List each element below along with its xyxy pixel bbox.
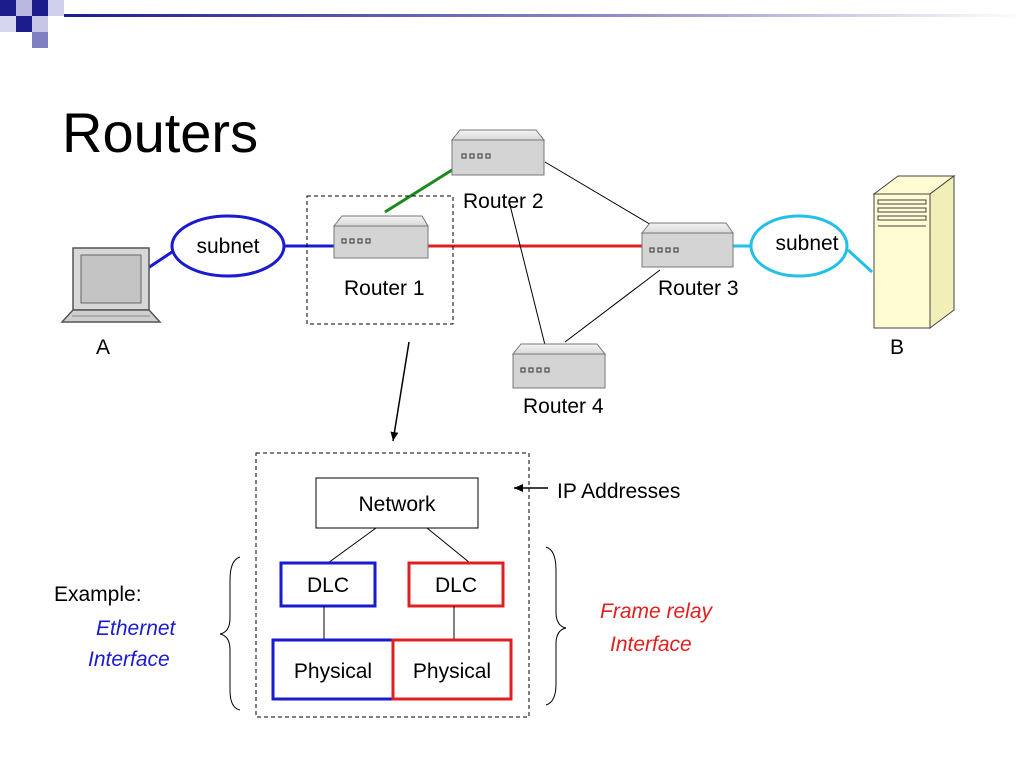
dlc-right-box [407,561,505,608]
right-brace [545,546,567,706]
router-2-label: Router 2 [463,190,544,213]
zoom-arrow [390,341,410,442]
physical-right-label: Physical [413,660,491,683]
router-1-label: Router 1 [344,277,425,300]
physical-right-box [391,638,513,701]
physical-left-box [271,638,395,701]
page-title: Routers [62,101,258,164]
subnet-right-label: subnet [775,232,838,255]
router-4-label: Router 4 [523,395,604,418]
host-a-label: A [96,336,110,359]
router-2-icon [450,129,546,176]
network-layer-label: Network [358,493,436,516]
laptop-icon [60,247,162,323]
stack-line-net-dlc-left [327,527,377,564]
router-4-icon [511,343,607,389]
ethernet-label-line1: Ethernet [96,617,177,640]
stack-line-net-dlc-right [426,527,471,564]
ethernet-label-line2: Interface [88,648,170,671]
link-r4-r3 [564,269,661,343]
subnet-right-ellipse [749,214,849,278]
frame-relay-label-line2: Interface [610,633,692,656]
ip-addresses-label: IP Addresses [557,480,680,503]
network-links [144,161,874,346]
link-r1-r2 [384,168,453,214]
subnet-left-label: subnet [196,235,259,258]
dlc-left-label: DLC [307,574,349,597]
router-3-icon [640,222,734,268]
dlc-right-label: DLC [435,574,477,597]
link-r2-r3 [544,161,654,227]
dlc-left-box [279,561,377,608]
link-r2-r4 [509,204,546,346]
frame-relay-label-line1: Frame relay [600,600,714,623]
physical-left-label: Physical [294,660,372,683]
left-brace [219,556,241,711]
stack-dashed-box [255,452,530,718]
router-1-icon [332,215,429,259]
server-icon [872,175,956,329]
link-subnet-b [846,248,874,274]
example-label: Example: [54,583,142,606]
header-decoration [0,0,1024,48]
network-layer-box [315,477,479,529]
router-3-label: Router 3 [658,277,739,300]
subnet-left-ellipse [170,214,286,278]
router-1-selection [306,195,454,325]
host-b-label: B [890,336,904,359]
